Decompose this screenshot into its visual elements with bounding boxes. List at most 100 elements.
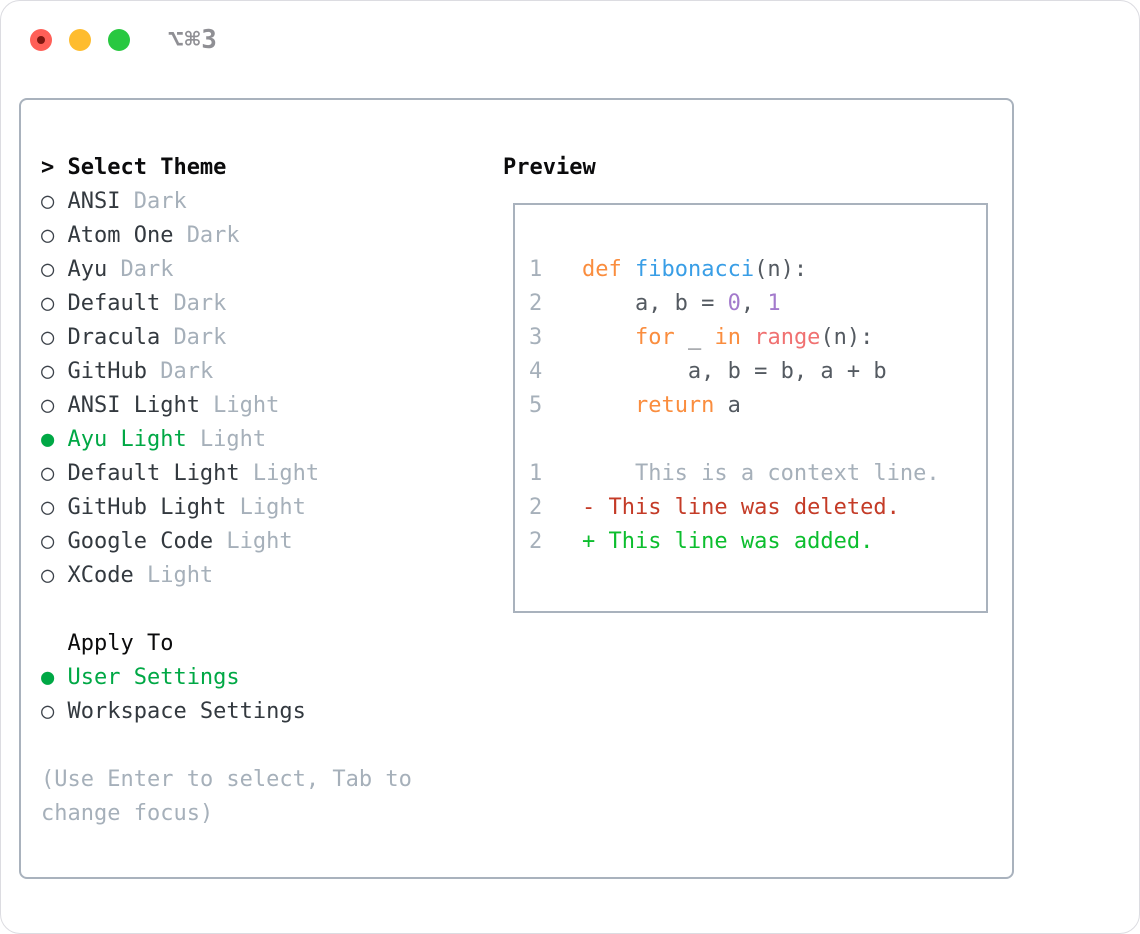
apply-option-label: User Settings (67, 665, 240, 690)
code-token: return (634, 393, 715, 418)
prompt-caret-icon: > (41, 155, 55, 180)
preview-title: Preview (503, 155, 596, 180)
code-token: 1 (767, 291, 781, 316)
apply-to-header: Apply To (41, 627, 412, 661)
theme-name: ANSI (67, 189, 121, 214)
select-theme-title: Select Theme (67, 155, 227, 180)
radio-icon: ○ (41, 223, 55, 248)
code-token: (n): (754, 257, 808, 282)
apply-option-workspace-settings[interactable]: ○ Workspace Settings (41, 695, 412, 729)
theme-name: XCode (67, 563, 134, 588)
minimize-button[interactable] (69, 29, 91, 51)
radio-selected-icon: ● (41, 665, 55, 690)
diff-context-line: 1 This is a context line. (529, 457, 986, 491)
line-number: 4 (529, 359, 543, 384)
theme-option-google-code[interactable]: ○ Google Code Light (41, 525, 412, 559)
code-token: range (754, 325, 821, 350)
code-token: (n): (820, 325, 874, 350)
theme-name: Google Code (67, 529, 214, 554)
theme-option-github-light[interactable]: ○ GitHub Light Light (41, 491, 412, 525)
select-theme-header: > Select Theme (41, 151, 412, 185)
line-number: 2 (529, 529, 543, 554)
code-token: _ (674, 325, 715, 350)
radio-icon: ○ (41, 257, 55, 282)
radio-icon: ○ (41, 291, 55, 316)
code-token (582, 393, 635, 418)
code-token: a, b = (581, 291, 728, 316)
theme-tag: Light (226, 529, 293, 554)
theme-option-dracula-dark[interactable]: ○ Dracula Dark (41, 321, 412, 355)
theme-tag: Dark (160, 359, 214, 384)
code-line-5: 5 return a (529, 389, 986, 423)
spacer (529, 423, 986, 457)
keyboard-hint-line2: change focus) (41, 801, 214, 826)
theme-name: GitHub Light (67, 495, 227, 520)
theme-tag: Light (213, 393, 280, 418)
line-number: 3 (529, 325, 543, 350)
code-line-2: 2 a, b = 0, 1 (529, 287, 986, 321)
close-button-dot (37, 36, 45, 44)
theme-tag: Dark (173, 291, 227, 316)
diff-added-text: + This line was added. (581, 529, 874, 554)
radio-icon: ○ (41, 495, 55, 520)
theme-name: ANSI Light (67, 393, 200, 418)
close-button[interactable] (30, 29, 52, 51)
line-number: 5 (529, 393, 543, 418)
keyboard-hint-line1: (Use Enter to select, Tab to (41, 767, 412, 792)
theme-option-ansi-light[interactable]: ○ ANSI Light Light (41, 389, 412, 423)
line-number: 2 (529, 495, 543, 520)
radio-icon: ○ (41, 325, 55, 350)
spacer (41, 729, 412, 763)
line-number: 1 (529, 257, 543, 282)
diff-context-text: This is a context line. (581, 461, 940, 486)
code-token: , (740, 291, 768, 316)
theme-tag: Light (239, 495, 306, 520)
line-number: 1 (529, 461, 543, 486)
code-token (622, 257, 635, 282)
theme-tag: Light (252, 461, 320, 486)
code-token: a, b = b, a + b (581, 359, 887, 384)
code-token (741, 325, 754, 350)
code-token: a (714, 393, 741, 418)
radio-selected-icon: ● (41, 427, 55, 452)
code-token: 0 (727, 291, 741, 316)
theme-name: GitHub (67, 359, 147, 384)
window-shortcut-label: ⌥⌘3 (168, 25, 218, 55)
apply-option-label: Workspace Settings (67, 699, 306, 724)
apply-option-user-settings[interactable]: ● User Settings (41, 661, 412, 695)
theme-tag: Dark (133, 189, 187, 214)
code-line-3: 3 for _ in range(n): (529, 321, 986, 355)
radio-icon: ○ (41, 393, 55, 418)
theme-tag: Dark (120, 257, 174, 282)
theme-name: Ayu Light (67, 427, 187, 452)
theme-name: Dracula (67, 325, 161, 350)
radio-icon: ○ (41, 563, 55, 588)
theme-name: Default Light (67, 461, 240, 486)
code-line-4: 4 a, b = b, a + b (529, 355, 986, 389)
code-token: for (634, 325, 675, 350)
preview-header: Preview (503, 151, 596, 185)
theme-tag: Dark (173, 325, 227, 350)
code-token: in (714, 325, 741, 350)
diff-deleted-line: 2- This line was deleted. (529, 491, 986, 525)
maximize-button[interactable] (108, 29, 130, 51)
theme-option-xcode-light[interactable]: ○ XCode Light (41, 559, 412, 593)
code-token (582, 325, 635, 350)
radio-icon: ○ (41, 699, 55, 724)
theme-tag: Light (146, 563, 214, 588)
radio-icon: ○ (41, 529, 55, 554)
code-token: def (581, 257, 622, 282)
theme-tag: Dark (186, 223, 240, 248)
diff-added-line: 2 + This line was added. (529, 525, 986, 559)
